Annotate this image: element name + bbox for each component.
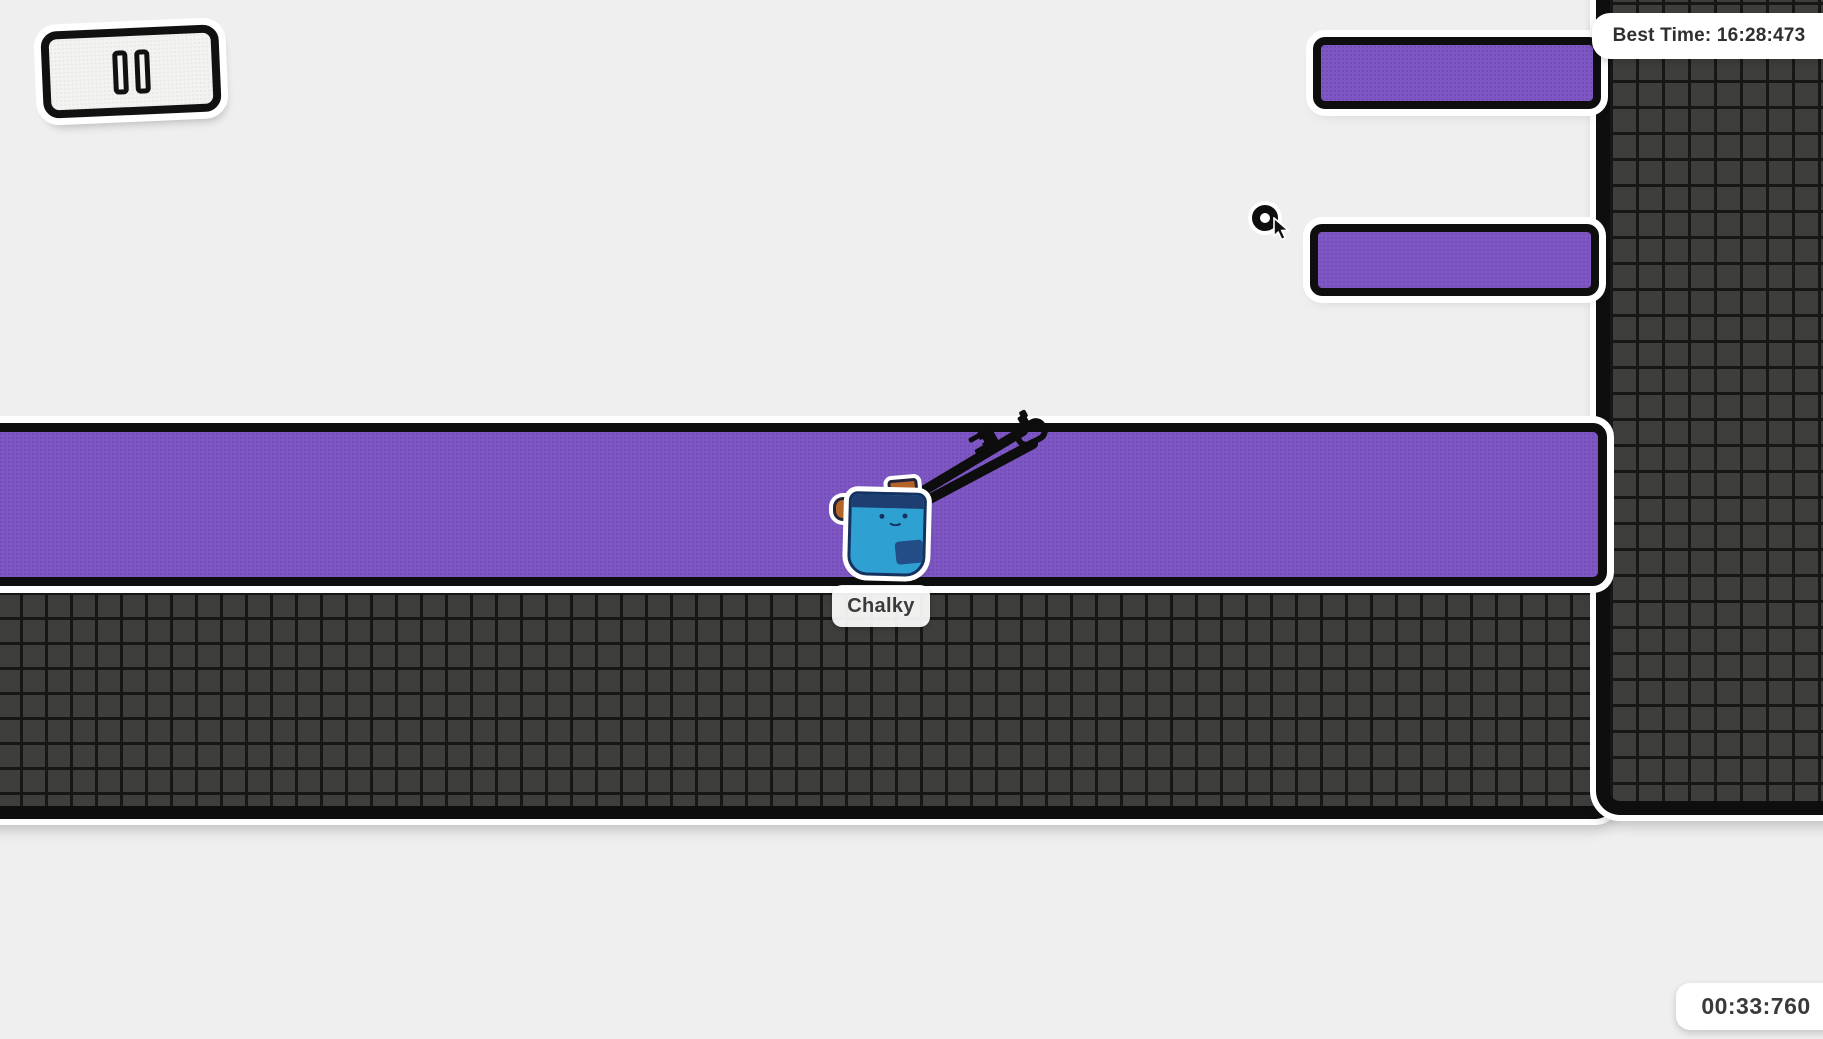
cursor-icon [1273, 217, 1290, 241]
grid-wall-right [1596, 0, 1823, 815]
player-character[interactable] [830, 477, 942, 584]
platform-mid-right[interactable] [1310, 224, 1599, 296]
timer-value: 00:33:760 [1701, 993, 1811, 1019]
platform-top-right[interactable] [1313, 37, 1601, 109]
platform-main[interactable] [0, 423, 1607, 586]
chalky-pocket [894, 539, 925, 565]
carabiner-icon [1014, 409, 1048, 448]
player-name-tag: Chalky [832, 585, 930, 627]
grapple-strap-icon [906, 409, 1048, 514]
best-time-label: Best Time: 16:28:473 [1612, 25, 1806, 46]
pause-icon [111, 48, 151, 95]
chalky-rim [851, 494, 925, 509]
player-name-label: Chalky [847, 594, 915, 617]
chalky-body [846, 490, 928, 578]
chalky-eye [879, 513, 885, 519]
best-time-badge: Best Time: 16:28:473 [1592, 13, 1823, 59]
chalky-smile [887, 513, 904, 527]
grid-ground [0, 577, 1612, 819]
timer-badge: 00:33:760 [1676, 983, 1823, 1030]
pause-button[interactable] [40, 24, 222, 119]
buckle-icon [968, 426, 999, 454]
